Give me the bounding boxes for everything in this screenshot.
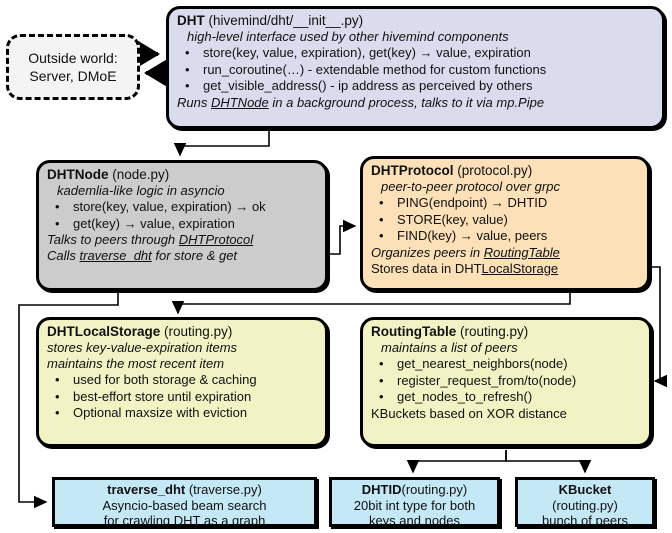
node-outside-world[interactable]: Outside world: Server, DMoE (6, 34, 140, 100)
dht-title: DHT (hivemind/dht/__init__.py) (177, 13, 654, 29)
dhtnode-method-1: get(key) → value, expiration (47, 216, 317, 233)
edge-routingtable-to-dhtid (406, 450, 507, 474)
routingtable-module: (routing.py) (460, 324, 529, 339)
dhtprotocol-name: DHTProtocol (371, 163, 454, 178)
dhtnode-note1-link-dhtprotocol[interactable]: DHTProtocol (178, 232, 254, 247)
dhtlocalstorage-feature-1: best-effort store until expiration (47, 389, 317, 406)
dhtnode-module: (node.py) (112, 167, 170, 182)
node-kbucket[interactable]: KBucket (routing.py) bunch of peers (515, 477, 655, 528)
dhtprotocol-note-1: Organizes peers in RoutingTable (371, 245, 639, 261)
dhtprotocol-method-0: PING(endpoint) → DHTID (371, 195, 639, 212)
dhtnode-title: DHTNode (node.py) (47, 167, 317, 183)
dht-method-list: store(key, value, expiration), get(key) … (177, 45, 654, 95)
dhtprotocol-method-2: FIND(key) → value, peers (371, 228, 639, 245)
dht-note-pre: Runs (177, 94, 211, 110)
node-dhtid[interactable]: DHTID(routing.py) 20bit int type for bot… (329, 477, 500, 528)
dhtnode-note2-link-traverse-dht[interactable]: traverse_dht (79, 248, 152, 263)
dhtnode-method-list: store(key, value, expiration) → ok get(k… (47, 199, 317, 232)
dhtlocalstorage-subtitle-2: maintains the most recent item (47, 356, 225, 371)
dhtlocalstorage-title: DHTLocalStorage (routing.py) (47, 324, 317, 340)
routingtable-method-1: register_request_from/to(node) (371, 373, 641, 390)
node-routingtable[interactable]: RoutingTable (routing.py) maintains a li… (360, 317, 652, 447)
node-dhtprotocol[interactable]: DHTProtocol (protocol.py) peer-to-peer p… (360, 156, 650, 291)
kbucket-module: (routing.py) (552, 497, 618, 513)
dhtnode-note2-post: for store & get (151, 248, 238, 263)
routingtable-subtitle: maintains a list of peers (381, 340, 518, 355)
dht-subtitle: high-level interface used by other hivem… (187, 29, 509, 44)
traverse-dht-module: (traverse.py) (188, 482, 262, 497)
dht-note-post: in a background process, talks to it via… (268, 94, 545, 110)
kbucket-name: KBucket (558, 482, 612, 497)
node-traverse-dht[interactable]: traverse_dht (traverse.py) Asyncio-based… (52, 477, 317, 528)
dht-method-2: get_visible_address() - ip address as pe… (177, 78, 654, 95)
traverse-dht-line-2: for crawling DHT as a graph (103, 513, 266, 528)
dht-module: (hivemind/dht/__init__.py) (208, 13, 364, 28)
dht-note-link-dhtnode[interactable]: DHTNode (210, 94, 269, 110)
dhtlocalstorage-name: DHTLocalStorage (47, 324, 161, 339)
dhtnode-note-2: Calls traverse_dht for store & get (47, 248, 317, 264)
routingtable-method-list: get_nearest_neighbors(node) register_req… (371, 356, 641, 406)
routingtable-method-2: get_nodes_to_refresh() (371, 389, 641, 406)
dhtprotocol-method-list: PING(endpoint) → DHTID STORE(key, value)… (371, 195, 639, 245)
dhtid-name: DHTID (361, 482, 402, 497)
dhtprotocol-note1-pre: Organizes peers in (371, 244, 484, 260)
dhtid-module: (routing.py) (401, 482, 468, 497)
routingtable-title: RoutingTable (routing.py) (371, 324, 641, 340)
dhtlocalstorage-subtitle-1: stores key-value-expiration items (47, 340, 238, 355)
dhtprotocol-note1-link-routingtable[interactable]: RoutingTable (483, 244, 560, 260)
dhtid-line-1: 20bit int type for both (353, 497, 476, 513)
kbucket-line-1: bunch of peers (541, 513, 628, 528)
edge-dht-to-dhtnode (173, 131, 270, 157)
routingtable-name: RoutingTable (371, 324, 457, 339)
dhtlocalstorage-feature-2: Optional maxsize with eviction (47, 405, 317, 422)
node-dhtlocalstorage[interactable]: DHTLocalStorage (routing.py) stores key-… (36, 317, 328, 447)
dhtlocalstorage-feature-0: used for both storage & caching (47, 372, 317, 389)
routingtable-method-0: get_nearest_neighbors(node) (371, 356, 641, 373)
node-dhtnode[interactable]: DHTNode (node.py) kademlia-like logic in… (36, 160, 328, 291)
traverse-dht-title: traverse_dht (traverse.py) (59, 482, 310, 498)
node-dht[interactable]: DHT (hivemind/dht/__init__.py) high-leve… (166, 6, 665, 129)
dhtprotocol-note2-pre: Stores data in DHT (371, 260, 482, 276)
dht-method-1: run_coroutine(…) - extendable method for… (177, 62, 654, 79)
dhtlocalstorage-feature-list: used for both storage & caching best-eff… (47, 372, 317, 422)
dhtprotocol-note2-link-localstorage[interactable]: LocalStorage (481, 260, 559, 276)
dhtprotocol-module: (protocol.py) (457, 163, 533, 178)
dhtid-line-2: keys and nodes (368, 513, 461, 528)
dhtprotocol-title: DHTProtocol (protocol.py) (371, 163, 639, 179)
routingtable-note: KBuckets based on XOR distance (371, 405, 567, 421)
traverse-dht-name: traverse_dht (107, 482, 186, 497)
dht-name: DHT (177, 13, 205, 28)
edge-dhtprotocol-to-dhtlocalstorage (171, 290, 571, 315)
outside-world-line1: Outside world: (28, 50, 118, 66)
dhtlocalstorage-module: (routing.py) (164, 324, 233, 339)
dht-method-0: store(key, value, expiration), get(key) … (177, 45, 654, 62)
dhtid-title: DHTID(routing.py) (336, 482, 493, 498)
kbucket-title: KBucket (522, 482, 648, 498)
dhtnode-name: DHTNode (47, 167, 109, 182)
dhtprotocol-method-1: STORE(key, value) (371, 212, 639, 229)
edge-routingtable-to-kbucket (505, 450, 592, 474)
dhtnode-subtitle: kademlia-like logic in asyncio (57, 183, 225, 198)
dhtnode-method-0: store(key, value, expiration) → ok (47, 199, 317, 216)
outside-world-label: Outside world: Server, DMoE (9, 37, 137, 97)
outside-world-line2: Server, DMoE (29, 68, 117, 84)
dhtnode-note2-pre: Calls (47, 248, 80, 263)
dhtprotocol-subtitle: peer-to-peer protocol over grpc (381, 179, 560, 194)
dhtnode-note-1: Talks to peers through DHTProtocol (47, 232, 317, 248)
dht-note: Runs DHTNode in a background process, ta… (177, 95, 654, 111)
dhtprotocol-note-2: Stores data in DHTLocalStorage (371, 261, 639, 277)
traverse-dht-line-1: Asyncio-based beam search (102, 497, 267, 513)
dhtnode-note1-pre: Talks to peers through (47, 232, 179, 247)
